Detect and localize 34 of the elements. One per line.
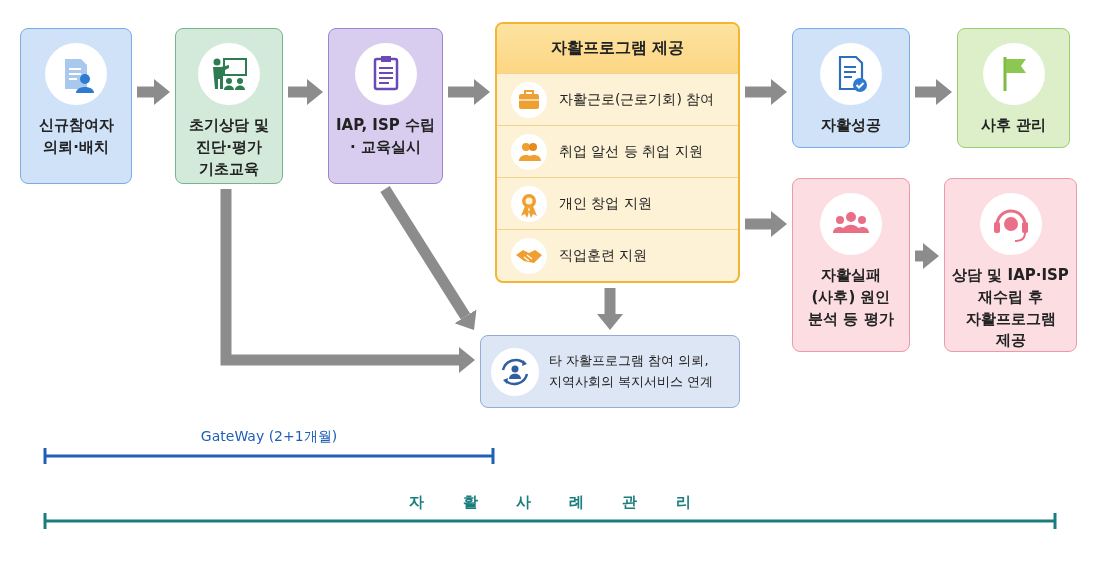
process-box	[944, 178, 1077, 352]
arrow	[745, 211, 787, 237]
box-text: 신규참여자 의뢰·배치	[37, 115, 115, 158]
box-text: 자활실패 (사후) 원인 분석 등 평가	[807, 265, 895, 330]
process-box	[175, 28, 283, 184]
process-box	[792, 178, 910, 352]
program-panel	[495, 22, 740, 283]
box-text: 자활성공	[820, 115, 882, 136]
box-text: 상담 및 IAP·ISP 재수립 후 자활프로그램 제공	[951, 265, 1070, 352]
process-box	[480, 335, 740, 408]
process-box	[328, 28, 443, 184]
item-text: 자활근로(근로기회) 참여	[559, 90, 715, 109]
arrow	[597, 288, 623, 330]
process-box	[792, 28, 910, 148]
item-text: 개인 창업 지원	[559, 194, 652, 213]
range-label: 자 활 사 례 관 리	[409, 493, 691, 512]
item-text: 직업훈련 지원	[559, 246, 648, 265]
box-text: IAP, ISP 수립· 교육실시	[335, 115, 436, 158]
box-text: 타 자활프로그램 참여 의뢰, 지역사회의 복지서비스 연계	[549, 351, 715, 391]
arrow	[137, 79, 170, 105]
arrow	[915, 79, 952, 105]
arrow	[380, 186, 477, 330]
panel-title: 자활프로그램 제공	[550, 38, 685, 59]
box-text: 초기상담 및 진단·평가 기초교육	[187, 115, 271, 180]
box-text: 사후 관리	[979, 115, 1048, 136]
period-label: GateWay (2+1개월)	[200, 428, 338, 446]
process-box	[20, 28, 132, 184]
arrow	[220, 189, 475, 373]
arrow	[745, 79, 787, 105]
process-box	[957, 28, 1070, 148]
item-text: 취업 알선 등 취업 지원	[559, 142, 703, 161]
arrow	[915, 243, 939, 269]
arrow	[448, 79, 490, 105]
arrow	[288, 79, 323, 105]
